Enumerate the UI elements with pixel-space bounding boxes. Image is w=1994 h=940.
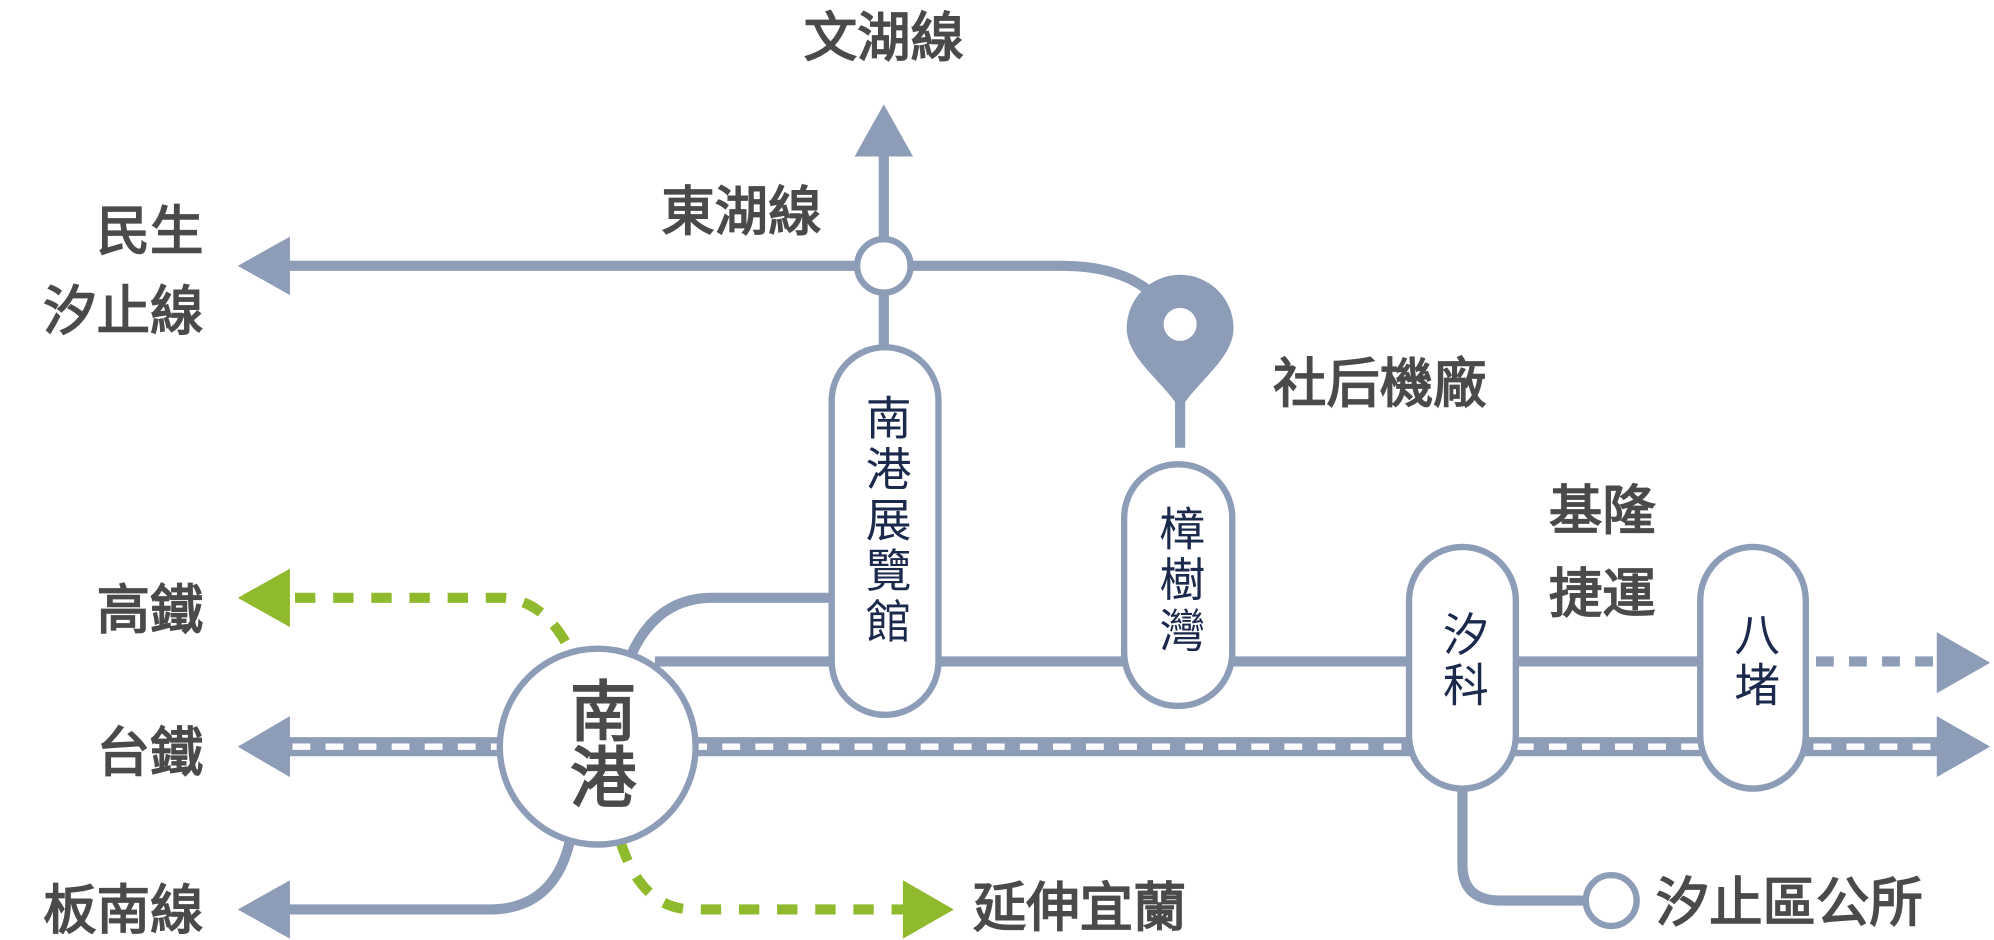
hsr-arrow-icon — [237, 568, 290, 628]
station-zhangshuwan-name: 樟樹灣 — [1152, 505, 1205, 658]
depot-pin-hole — [1163, 307, 1197, 341]
station-badu-name: 八堵 — [1727, 611, 1780, 713]
exhibition-branch-line — [624, 592, 835, 661]
donghu-transfer-circle — [853, 235, 914, 296]
tra-right-arrow-icon — [1936, 716, 1991, 778]
label-minsheng-2: 汐止線 — [43, 279, 203, 342]
label-bannan: 板南線 — [43, 879, 203, 940]
bannan-line — [286, 840, 575, 915]
station-exhibition-box[interactable] — [828, 344, 942, 719]
station-zhangshuwan-box[interactable] — [1120, 461, 1236, 710]
label-depot: 社后機廠 — [1273, 352, 1487, 415]
station-nangang-name: 南港 — [559, 677, 636, 809]
minsheng-xizhi-line — [286, 260, 1168, 309]
depot-pin-icon — [1126, 274, 1234, 410]
hsr-line — [295, 592, 577, 658]
wenhu-arrow-icon — [854, 104, 914, 157]
station-xike-name: 汐科 — [1436, 611, 1489, 713]
xike-branch-line — [1457, 786, 1588, 906]
station-xike-box[interactable] — [1405, 543, 1520, 792]
label-donghu: 東湖線 — [661, 180, 821, 243]
keelung-arrow-icon — [1936, 632, 1991, 694]
xizhi-office-circle — [1582, 871, 1640, 930]
minsheng-arrow-icon — [237, 236, 290, 296]
station-badu-box[interactable] — [1697, 543, 1809, 792]
label-yilan: 延伸宜蘭 — [973, 876, 1187, 939]
label-keelung-2: 捷運 — [1549, 562, 1656, 625]
bannan-arrow-icon — [237, 880, 290, 939]
label-xizhi-office: 汐止區公所 — [1656, 871, 1923, 934]
tra-left-arrow-icon — [237, 716, 290, 778]
label-minsheng-1: 民生 — [97, 199, 204, 262]
label-tra: 台鐵 — [97, 721, 204, 784]
yilan-extension-line — [615, 840, 906, 915]
label-hsr: 高鐵 — [97, 578, 204, 641]
label-wenhu: 文湖線 — [804, 6, 964, 69]
label-keelung-1: 基隆 — [1549, 479, 1656, 542]
yilan-arrow-icon — [902, 880, 954, 939]
station-nangang-hub[interactable] — [496, 645, 699, 848]
station-exhibition-name: 南港展覽館 — [859, 394, 912, 648]
